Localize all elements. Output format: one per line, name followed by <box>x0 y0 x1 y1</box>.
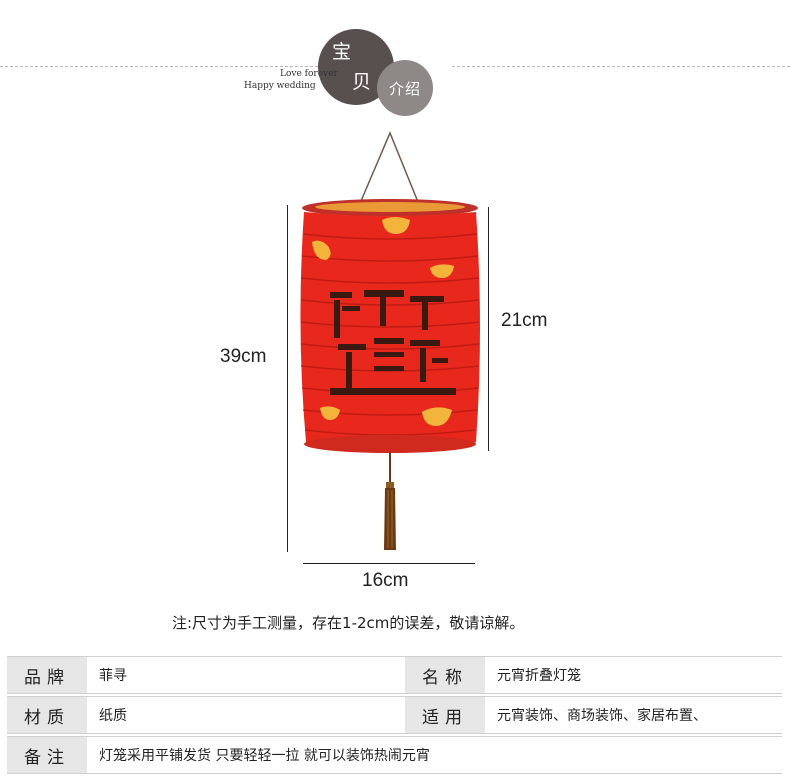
width-line <box>303 563 475 564</box>
remark-label: 备注 <box>7 736 87 774</box>
measurement-note: 注:尺寸为手工测量，存在1-2cm的误差，敬请谅解。 <box>172 614 525 632</box>
brand-value: 菲寻 <box>87 656 405 694</box>
divider-left <box>0 66 318 67</box>
height-body-line <box>488 207 489 451</box>
tagline-wedding: Happy wedding <box>244 81 316 91</box>
name-label: 名称 <box>405 656 485 694</box>
height-total-line <box>287 205 288 552</box>
spec-row-remark: 备注 灯笼采用平铺发货 只要轻轻一拉 就可以装饰热闹元宵 <box>7 736 782 774</box>
section-badge-small: 介绍 <box>377 60 433 116</box>
lantern-image <box>300 131 480 550</box>
material-label: 材质 <box>7 696 87 734</box>
usage-label: 适用 <box>405 696 485 734</box>
tagline-love: Love forever <box>280 69 338 79</box>
spec-table: 品牌 菲寻 名称 元宵折叠灯笼 材质 纸质 适用 元宵装饰、商场装饰、家居布置、… <box>7 656 782 776</box>
brand-label: 品牌 <box>7 656 87 694</box>
spec-row-material: 材质 纸质 适用 元宵装饰、商场装饰、家居布置、 <box>7 696 782 734</box>
badge-char-2: 贝 <box>352 71 372 93</box>
name-value: 元宵折叠灯笼 <box>485 656 782 694</box>
material-value: 纸质 <box>87 696 405 734</box>
height-body-label: 21cm <box>501 310 548 331</box>
divider-right <box>452 66 790 67</box>
section-badge: 宝 贝 <box>318 29 394 105</box>
badge-char-1: 宝 <box>332 41 352 63</box>
height-total-label: 39cm <box>220 346 267 367</box>
spec-row-brand: 品牌 菲寻 名称 元宵折叠灯笼 <box>7 656 782 694</box>
remark-value: 灯笼采用平铺发货 只要轻轻一拉 就可以装饰热闹元宵 <box>87 736 782 774</box>
usage-value: 元宵装饰、商场装饰、家居布置、 <box>485 696 782 734</box>
width-label: 16cm <box>362 570 409 591</box>
